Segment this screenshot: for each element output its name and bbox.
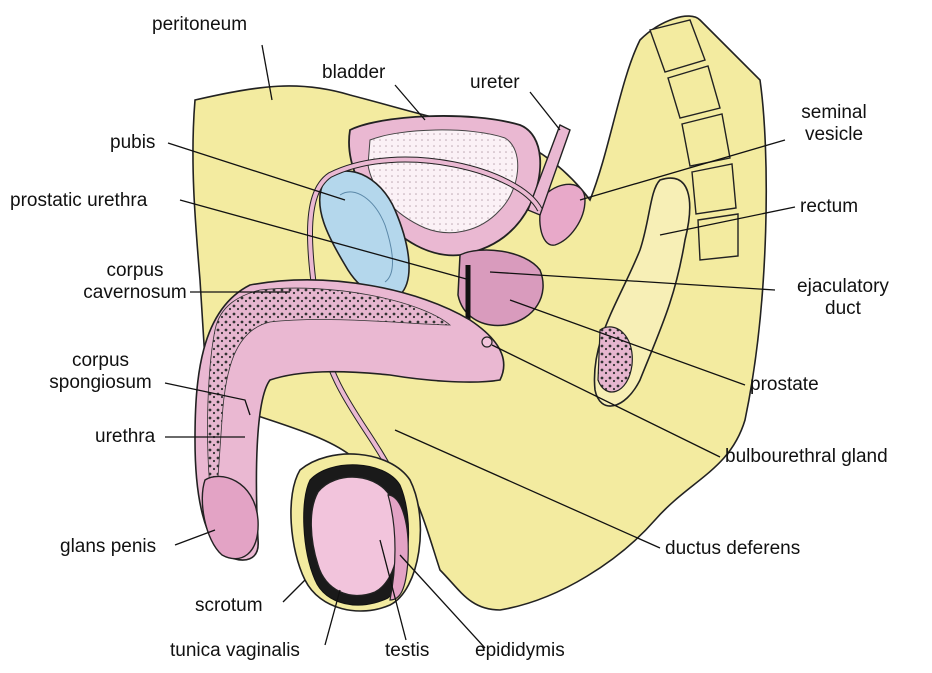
- label-testis: testis: [385, 640, 429, 662]
- leader-scrotum: [283, 580, 305, 602]
- label-corpus-cavernosum-line1: corpus: [80, 260, 190, 282]
- label-seminal-vesicle-line2: vesicle: [788, 124, 880, 146]
- label-ejaculatory-duct: ejaculatory duct: [778, 276, 908, 320]
- prostate-shape: [458, 250, 543, 325]
- label-glans-penis: glans penis: [60, 536, 156, 558]
- label-corpus-spongiosum-line1: corpus: [38, 350, 163, 372]
- testis-shape: [311, 477, 398, 595]
- label-tunica-vaginalis: tunica vaginalis: [170, 640, 300, 662]
- label-ejaculatory-duct-line2: duct: [778, 298, 908, 320]
- label-corpus-spongiosum-line2: spongiosum: [38, 372, 163, 394]
- label-prostate: prostate: [750, 374, 819, 396]
- label-seminal-vesicle: seminal vesicle: [788, 102, 880, 146]
- label-corpus-cavernosum-line2: cavernosum: [80, 282, 190, 304]
- label-prostatic-urethra: prostatic urethra: [10, 190, 147, 212]
- label-peritoneum: peritoneum: [152, 14, 247, 36]
- label-ejaculatory-duct-line1: ejaculatory: [778, 276, 908, 298]
- label-scrotum: scrotum: [195, 595, 263, 617]
- bulbourethral-gland-dot: [482, 337, 492, 347]
- label-seminal-vesicle-line1: seminal: [788, 102, 880, 124]
- label-bladder: bladder: [322, 62, 385, 84]
- leader-ureter: [530, 92, 560, 130]
- label-epididymis: epididymis: [475, 640, 565, 662]
- label-bulbourethral-gland: bulbourethral gland: [725, 446, 888, 468]
- label-corpus-cavernosum: corpus cavernosum: [80, 260, 190, 304]
- label-rectum: rectum: [800, 196, 858, 218]
- label-corpus-spongiosum: corpus spongiosum: [38, 350, 163, 394]
- label-ureter: ureter: [470, 72, 520, 94]
- leader-glans-penis: [175, 530, 215, 545]
- label-urethra: urethra: [95, 426, 155, 448]
- label-pubis: pubis: [110, 132, 155, 154]
- label-ductus-deferens: ductus deferens: [665, 538, 800, 560]
